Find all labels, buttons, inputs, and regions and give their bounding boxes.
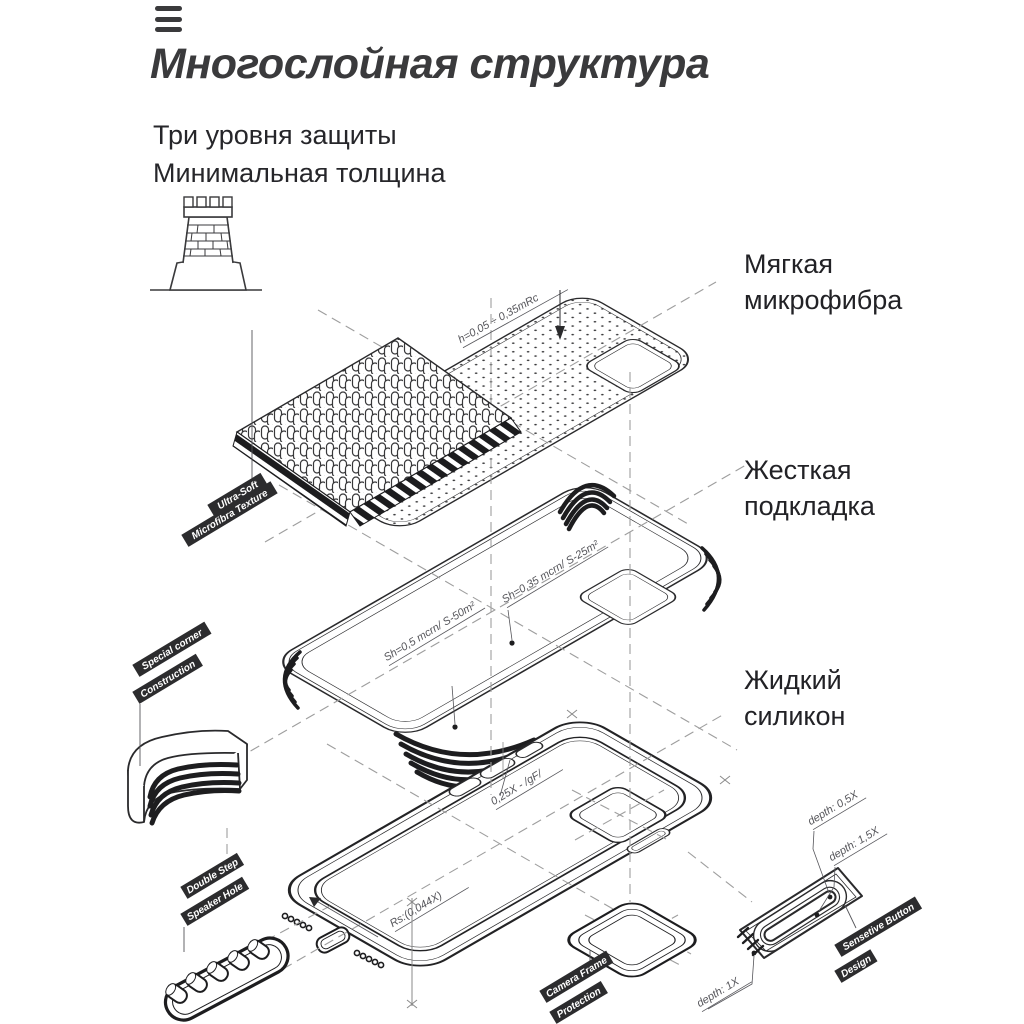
tag-microfibra-texture: Microfibra Texture	[181, 481, 278, 547]
page-subtitle: Три уровня защиты Минимальная толщина	[153, 116, 445, 192]
annotation-depth-1: depth: 1X	[695, 975, 752, 1013]
case-side-cutout	[626, 828, 671, 854]
hard-lining-layer	[282, 483, 722, 790]
subtitle-line-2: Минимальная толщина	[153, 158, 446, 188]
fortress-tower-icon	[150, 196, 262, 291]
page-title: Многослойная структура	[150, 40, 710, 88]
annotation-depth-15: depth: 1,5X	[827, 824, 888, 867]
svg-text:depth: 0,5X: depth: 0,5X	[806, 788, 861, 828]
case-speaker-holes	[281, 912, 385, 969]
case-button-cutouts	[448, 741, 544, 797]
svg-text:depth: 1X: depth: 1X	[695, 975, 742, 1010]
subtitle-line-1: Три уровня защиты	[153, 120, 397, 150]
svg-text:depth: 1,5X: depth: 1,5X	[827, 824, 882, 864]
hamburger-menu-icon[interactable]	[155, 6, 182, 32]
fur-texture-patch	[232, 337, 522, 527]
svg-text:Sensetive Button: Sensetive Button	[841, 902, 917, 954]
speaker-detail	[163, 936, 290, 1022]
tray-camera-hole	[579, 569, 677, 625]
microfiber-camera-hole	[586, 338, 680, 394]
annotation-depth-05: depth: 0,5X	[806, 788, 867, 831]
corner-detail	[127, 729, 248, 826]
